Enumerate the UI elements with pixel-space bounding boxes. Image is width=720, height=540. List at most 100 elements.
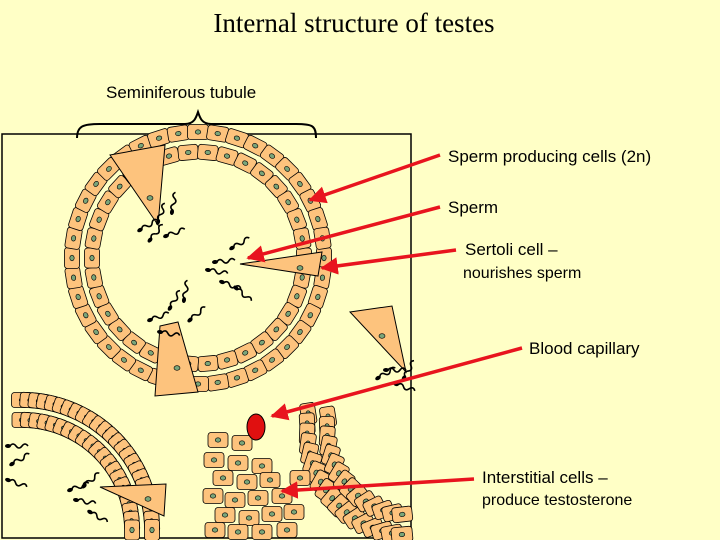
germ-cell — [207, 432, 229, 448]
germ-cell — [84, 266, 103, 289]
sperm-cell — [233, 285, 253, 301]
germ-cell — [74, 303, 97, 328]
germ-cell — [390, 525, 414, 540]
germ-cell — [206, 373, 230, 392]
sperm-cell — [383, 367, 407, 373]
sperm-cell — [167, 289, 181, 311]
germ-cell — [307, 285, 328, 309]
cells-layer — [11, 124, 414, 540]
germ-cell — [139, 342, 163, 364]
germ-cell — [236, 474, 258, 490]
germ-cell — [96, 190, 119, 214]
sperm-cell — [147, 223, 163, 243]
germ-cell — [231, 435, 253, 451]
label-blood-capillary: Blood capillary — [529, 339, 640, 358]
sertoli-cell — [99, 483, 167, 517]
germ-cell — [196, 143, 219, 161]
label-produce-testosterone: produce testosterone — [482, 492, 633, 509]
sperm-cell — [87, 509, 109, 523]
sperm-cell — [155, 202, 166, 225]
germ-cell — [202, 488, 224, 504]
germ-cell — [108, 317, 132, 342]
arrow-sperm-producing-cells — [308, 153, 441, 204]
germ-cell — [74, 188, 97, 213]
sperm-cell — [163, 227, 186, 239]
germ-cell — [250, 331, 274, 354]
germ-cell — [299, 303, 322, 328]
germ-cell — [68, 285, 89, 309]
germ-cell — [84, 171, 108, 197]
arrow-blood-capillary — [270, 346, 523, 421]
annotation-arrows — [246, 153, 523, 499]
germ-cell — [276, 522, 298, 538]
germ-cell — [96, 302, 119, 326]
page-title: Internal structure of testes — [213, 8, 495, 38]
germ-cell — [225, 367, 249, 388]
sperm-cell — [219, 279, 242, 290]
germ-cell — [68, 207, 89, 231]
germ-cell — [204, 522, 226, 538]
label-sperm-producing-cells: Sperm producing cells (2n) — [448, 147, 652, 166]
label-interstitial-cells: Interstitial cells – — [482, 468, 608, 487]
germ-cell — [203, 452, 225, 468]
germ-cell — [187, 124, 209, 140]
germ-cell — [227, 455, 249, 471]
germ-cell — [64, 247, 80, 269]
germ-cell — [251, 524, 273, 540]
sperm-cell — [73, 497, 97, 505]
germ-cell — [289, 470, 311, 486]
sperm-cell — [212, 257, 236, 265]
germ-cell — [166, 124, 190, 143]
sperm-cell — [187, 306, 206, 323]
sperm-cell — [81, 472, 100, 489]
germ-cell — [261, 506, 283, 522]
germ-cell — [215, 146, 239, 166]
label-sperm: Sperm — [448, 198, 499, 217]
germ-cell — [124, 519, 140, 540]
germ-cell — [391, 505, 414, 524]
sertoli-layer — [99, 144, 407, 517]
sperm-cell — [205, 267, 229, 275]
germ-cell — [212, 470, 234, 486]
sperm-cell — [9, 452, 30, 467]
germ-cell — [259, 472, 281, 488]
sperm-cell — [169, 191, 177, 215]
sertoli-cell — [348, 305, 407, 374]
sperm-cell — [229, 236, 250, 251]
germ-cell — [84, 247, 100, 269]
label-sertoli-cell: Sertoli cell – — [465, 240, 558, 259]
sperm-layer — [5, 191, 416, 523]
germ-cell — [233, 152, 257, 174]
germ-cell — [206, 124, 230, 143]
germ-cell — [196, 355, 219, 373]
germ-cell — [247, 490, 269, 506]
sperm-cell — [137, 218, 158, 233]
germ-cell — [275, 335, 299, 359]
sperm-cell — [157, 329, 181, 337]
germ-cell — [224, 492, 246, 508]
germ-cell — [233, 342, 257, 364]
sperm-cell — [147, 311, 170, 323]
germ-cell — [97, 157, 121, 181]
sperm-cell — [5, 477, 28, 488]
germ-cell — [225, 128, 249, 149]
sperm-cell — [181, 279, 189, 303]
germ-cell — [177, 143, 200, 161]
germ-cell — [238, 510, 260, 526]
blood-capillary-cell — [246, 413, 266, 441]
label-nourishes-sperm: nourishes sperm — [463, 265, 582, 282]
germ-cell — [251, 458, 273, 474]
label-seminiferous-tubule: Seminiferous tubule — [106, 83, 257, 102]
germ-cell — [243, 359, 268, 382]
sertoli-cell — [109, 144, 166, 227]
germ-cell — [84, 227, 103, 250]
germ-cell — [64, 266, 83, 290]
germ-cell — [214, 507, 236, 523]
germ-cell — [283, 504, 305, 520]
germ-cell — [97, 335, 121, 359]
arrow-sperm — [246, 205, 441, 263]
germ-cell — [111, 348, 137, 372]
germ-cell — [227, 524, 249, 540]
germ-cell — [144, 519, 160, 540]
